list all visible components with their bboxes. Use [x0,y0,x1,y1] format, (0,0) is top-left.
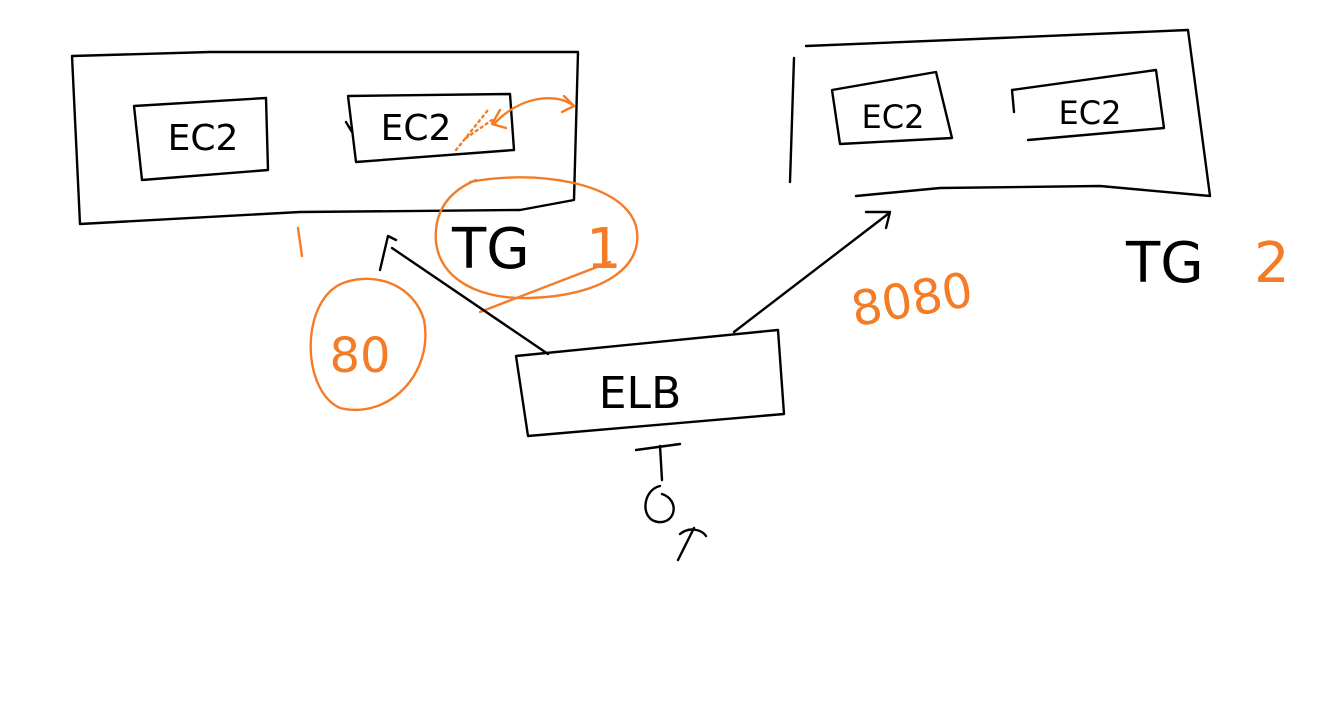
target-group-name: TG [451,217,530,282]
route-arrow-target-group-1 [378,234,550,356]
target-group-2: EC2 EC2 [788,28,1212,198]
client-glyph [634,442,708,562]
port-label: 8080 [847,262,977,338]
label-circle [434,176,639,300]
port-circle [309,277,427,411]
target-group-1: EC2 EC2 [70,50,580,226]
target-group-2-instance-2: EC2 [1010,68,1166,142]
instance-box [830,70,954,146]
double-arrow [490,94,576,130]
target-group-2-box [788,28,1212,198]
target-group-number: 1 [586,217,622,282]
load-balancer-label: ELB [599,368,682,419]
instance-label: EC2 [862,98,925,136]
instance-box [132,96,270,182]
instance-label: EC2 [168,118,239,159]
instance-box [344,92,516,164]
target-group-1-label: TG 1 [434,176,639,314]
instance-label: EC2 [381,108,452,149]
instance-label: EC2 [1059,94,1122,132]
target-group-2-instance-1: EC2 [830,70,954,146]
label-underline [478,260,612,314]
port-target-group-1: 80 [296,226,427,411]
target-group-1-instance-1: EC2 [132,96,270,182]
instance-box [1010,68,1166,142]
target-group-2-label: TG 2 [1125,231,1290,296]
load-balancer: ELB [514,328,786,438]
target-group-1-instance-2: EC2 [344,92,516,164]
target-group-number: 2 [1254,231,1290,296]
route-arrow-target-group-2 [732,210,892,334]
target-group-name: TG [1125,231,1204,296]
port-target-group-2: 8080 [847,262,977,338]
port-tick [296,226,304,258]
connection-dots [454,108,494,152]
target-group-1-box [70,50,580,226]
port-label: 80 [329,328,390,384]
load-balancer-box [514,328,786,438]
